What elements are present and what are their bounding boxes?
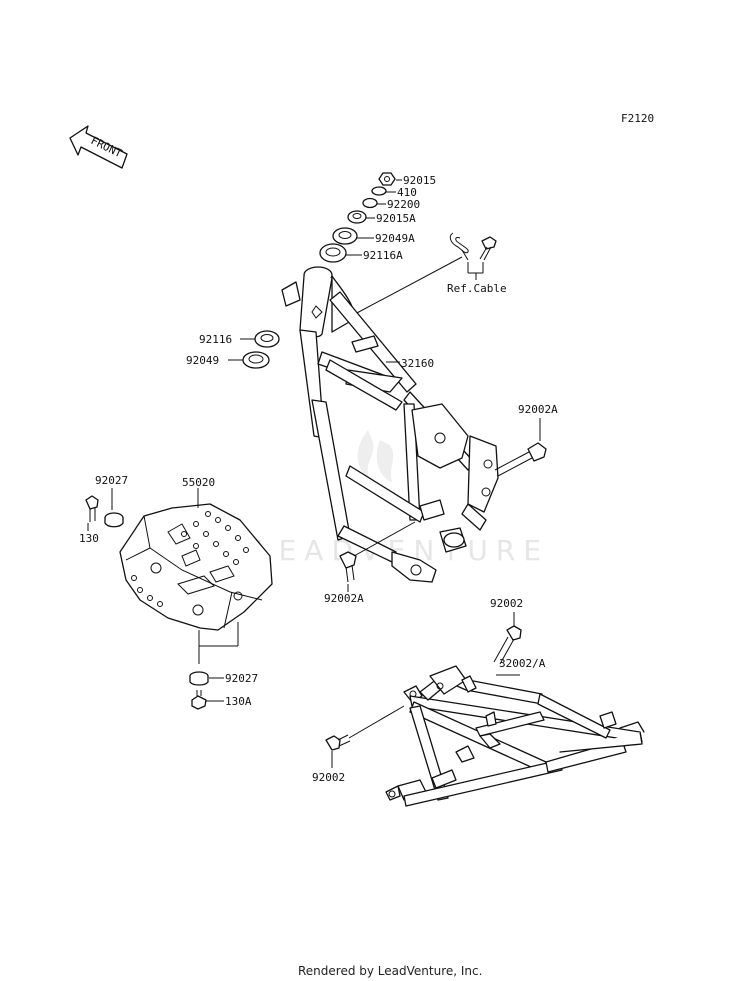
label-92015: 92015 bbox=[403, 174, 436, 187]
nut-92015A bbox=[347, 210, 367, 224]
front-arrow-icon: FRONT bbox=[69, 125, 128, 169]
bolt-92002A-right bbox=[494, 442, 547, 477]
nut-92015 bbox=[378, 172, 396, 186]
label-92027-bottom: 92027 bbox=[225, 672, 258, 685]
skid-plate bbox=[119, 503, 273, 631]
seal-92049A bbox=[332, 227, 358, 245]
label-92027-top: 92027 bbox=[95, 474, 128, 487]
cable-bolt bbox=[479, 236, 497, 261]
label-92002A-bottom: 92002A bbox=[324, 592, 364, 605]
washer-92027-bottom bbox=[189, 671, 209, 686]
bearing-92116A bbox=[319, 243, 347, 263]
label-130: 130 bbox=[79, 532, 99, 545]
label-92049A: 92049A bbox=[375, 232, 415, 245]
sub-frame bbox=[385, 665, 645, 807]
label-130A: 130A bbox=[225, 695, 252, 708]
footer-credit: Rendered by LeadVenture, Inc. bbox=[298, 964, 482, 978]
washer-92200 bbox=[362, 197, 378, 209]
label-92200: 92200 bbox=[387, 198, 420, 211]
label-92049: 92049 bbox=[186, 354, 219, 367]
label-55020: 55020 bbox=[182, 476, 215, 489]
label-32002A: 32002/A bbox=[499, 657, 546, 670]
steering-stack bbox=[242, 172, 396, 369]
cable-clip bbox=[449, 232, 469, 261]
bolt-92002A-bottom bbox=[339, 551, 357, 583]
label-92116A: 92116A bbox=[363, 249, 403, 262]
label-92002A-right: 92002A bbox=[518, 403, 558, 416]
label-92116: 92116 bbox=[199, 333, 232, 346]
ref-cable-label: Ref.Cable bbox=[447, 282, 507, 295]
bolt-130 bbox=[85, 495, 99, 522]
washer-410 bbox=[371, 186, 387, 196]
main-frame bbox=[281, 266, 499, 583]
bolt-130A bbox=[191, 690, 207, 710]
label-92002-top: 92002 bbox=[490, 597, 523, 610]
label-32160: 32160 bbox=[401, 357, 434, 370]
figure-code: F2120 bbox=[621, 112, 654, 125]
label-92015A: 92015A bbox=[376, 212, 416, 225]
bearing-92116 bbox=[254, 330, 280, 348]
seal-92049 bbox=[242, 351, 270, 369]
label-410: 410 bbox=[397, 186, 417, 199]
label-92002-bottom: 92002 bbox=[312, 771, 345, 784]
bolt-92002-bottom bbox=[325, 734, 351, 751]
washer-92027-top bbox=[104, 512, 124, 528]
bolt-92002-top bbox=[493, 625, 522, 665]
